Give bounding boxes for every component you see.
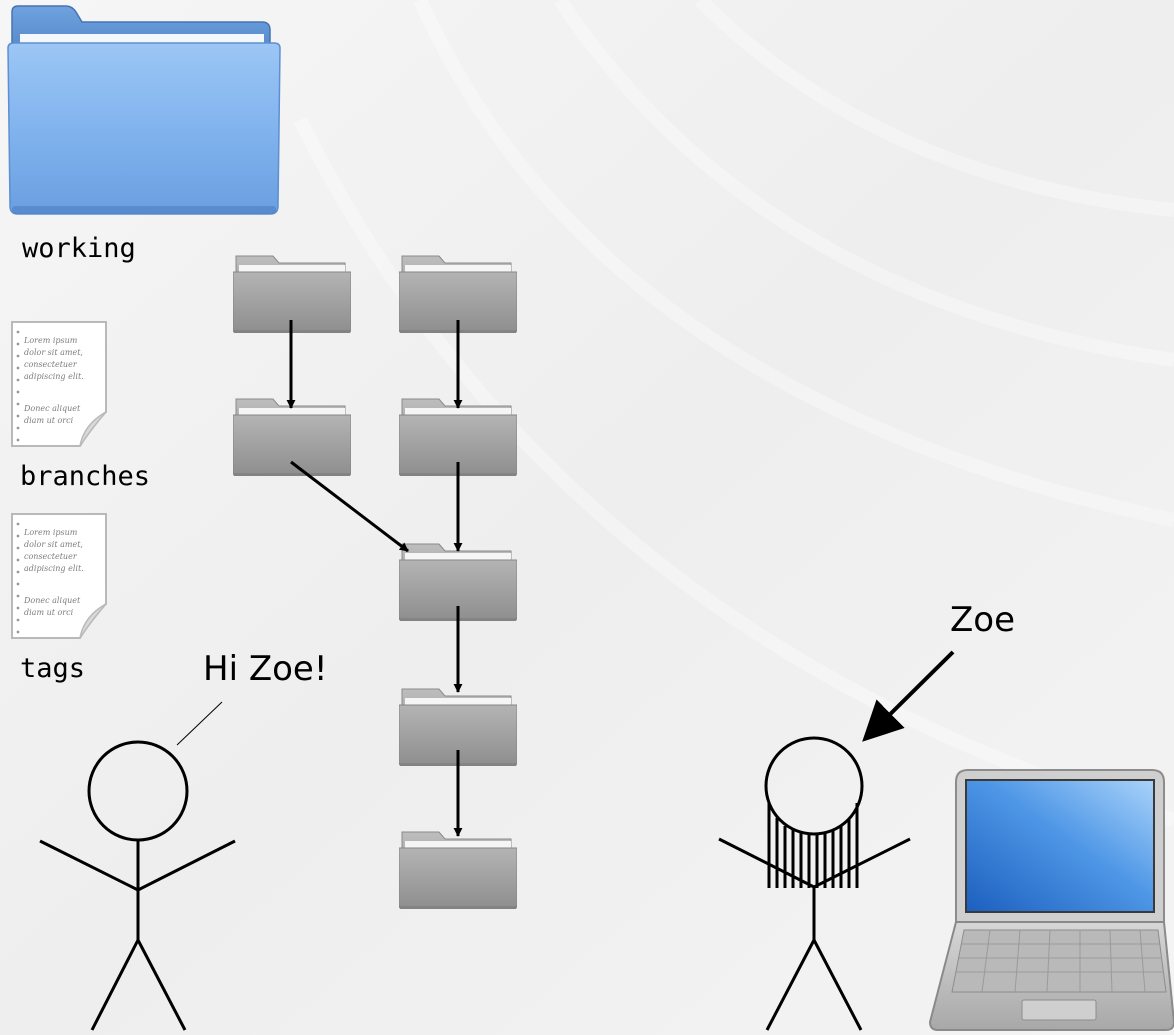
greeting-speech-text: Hi Zoe!	[203, 649, 327, 689]
working-label: working	[22, 233, 136, 264]
zoe-pointer-arrow	[862, 650, 955, 742]
tags-label: tags	[20, 653, 85, 684]
tags-doc-line-2: dolor sit amet,	[24, 540, 83, 549]
stick-figure	[39, 740, 236, 1031]
tags-doc-line-1: Lorem ipsum	[23, 528, 78, 537]
tags-doc-line-6: Donec aliquet	[23, 596, 81, 605]
working-folder-icon[interactable]	[7, 5, 281, 215]
tags-doc-line-3: consectetuer	[24, 552, 78, 561]
branches-document-icon[interactable]: Lorem ipsum dolor sit amet, consectetuer…	[11, 321, 107, 447]
tags-document-icon[interactable]: Lorem ipsum dolor sit amet, consectetuer…	[11, 513, 107, 639]
background-texture	[293, 0, 1174, 827]
branches-doc-line-4: adipiscing elit.	[24, 372, 84, 381]
tags-doc-line-4: adipiscing elit.	[24, 564, 84, 573]
history-arrow	[290, 460, 409, 553]
branches-doc-line-7: diam ut orci	[24, 416, 74, 425]
branches-doc-line-2: dolor sit amet,	[24, 348, 83, 357]
zoe-stick-figure	[718, 736, 911, 1031]
tags-doc-line-7: diam ut orci	[24, 608, 74, 617]
branches-doc-line-1: Lorem ipsum	[23, 336, 78, 345]
laptop-icon[interactable]	[928, 769, 1174, 1031]
speech-pointer	[176, 701, 223, 746]
revision-folder-icon[interactable]	[399, 831, 517, 909]
branches-doc-line-3: consectetuer	[24, 360, 78, 369]
branches-label: branches	[20, 461, 150, 492]
zoe-label: Zoe	[950, 600, 1015, 640]
branches-doc-line-6: Donec aliquet	[23, 404, 81, 413]
